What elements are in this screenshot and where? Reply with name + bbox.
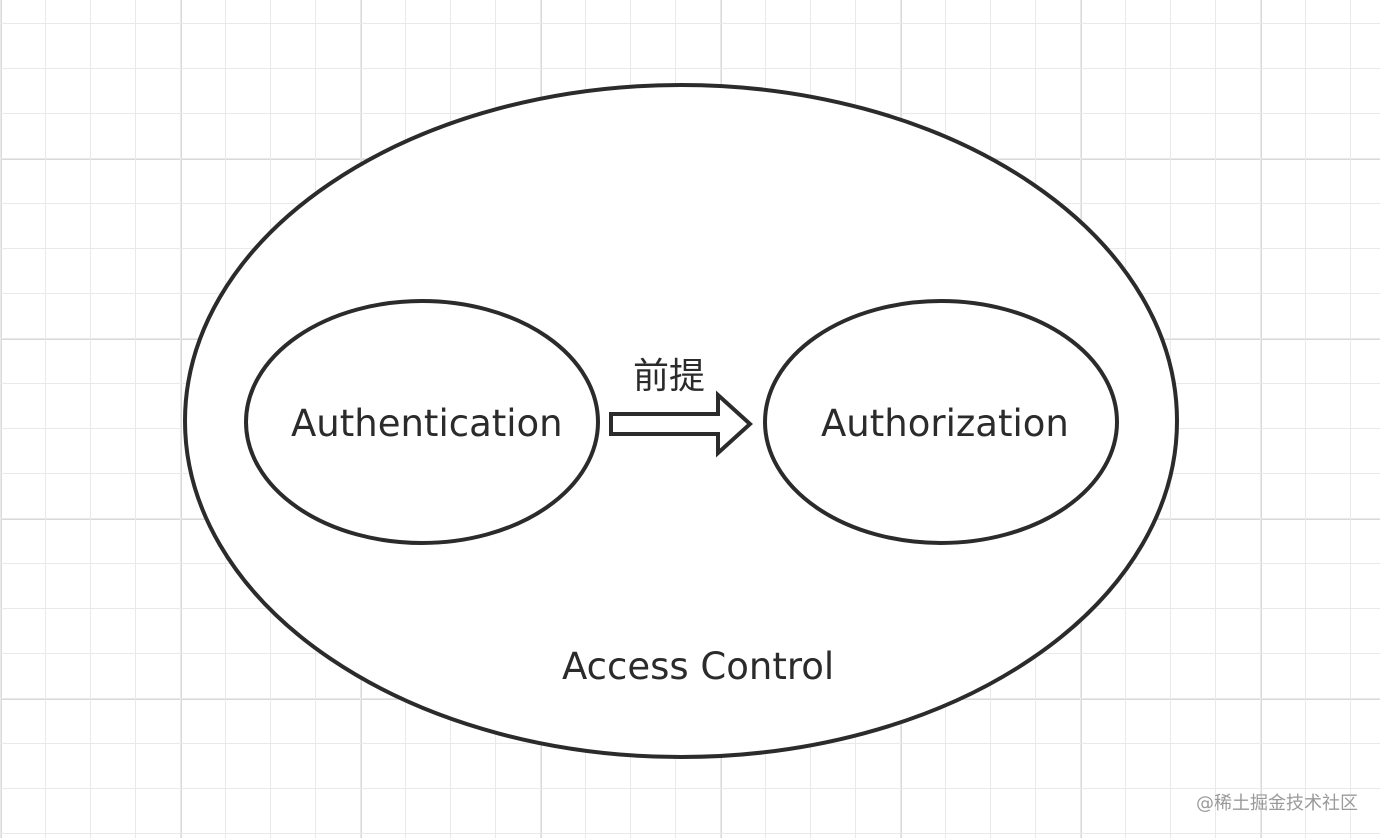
authorization-label: Authorization xyxy=(821,402,1069,445)
authentication-label: Authentication xyxy=(291,402,563,445)
authorization-ellipse xyxy=(763,299,1119,545)
arrow-label: 前提 xyxy=(633,356,706,397)
authentication-ellipse xyxy=(244,299,600,545)
access-control-label: Access Control xyxy=(562,645,835,688)
watermark-text: @稀土掘金技术社区 xyxy=(1196,793,1358,814)
prerequisite-arrow xyxy=(609,390,753,458)
